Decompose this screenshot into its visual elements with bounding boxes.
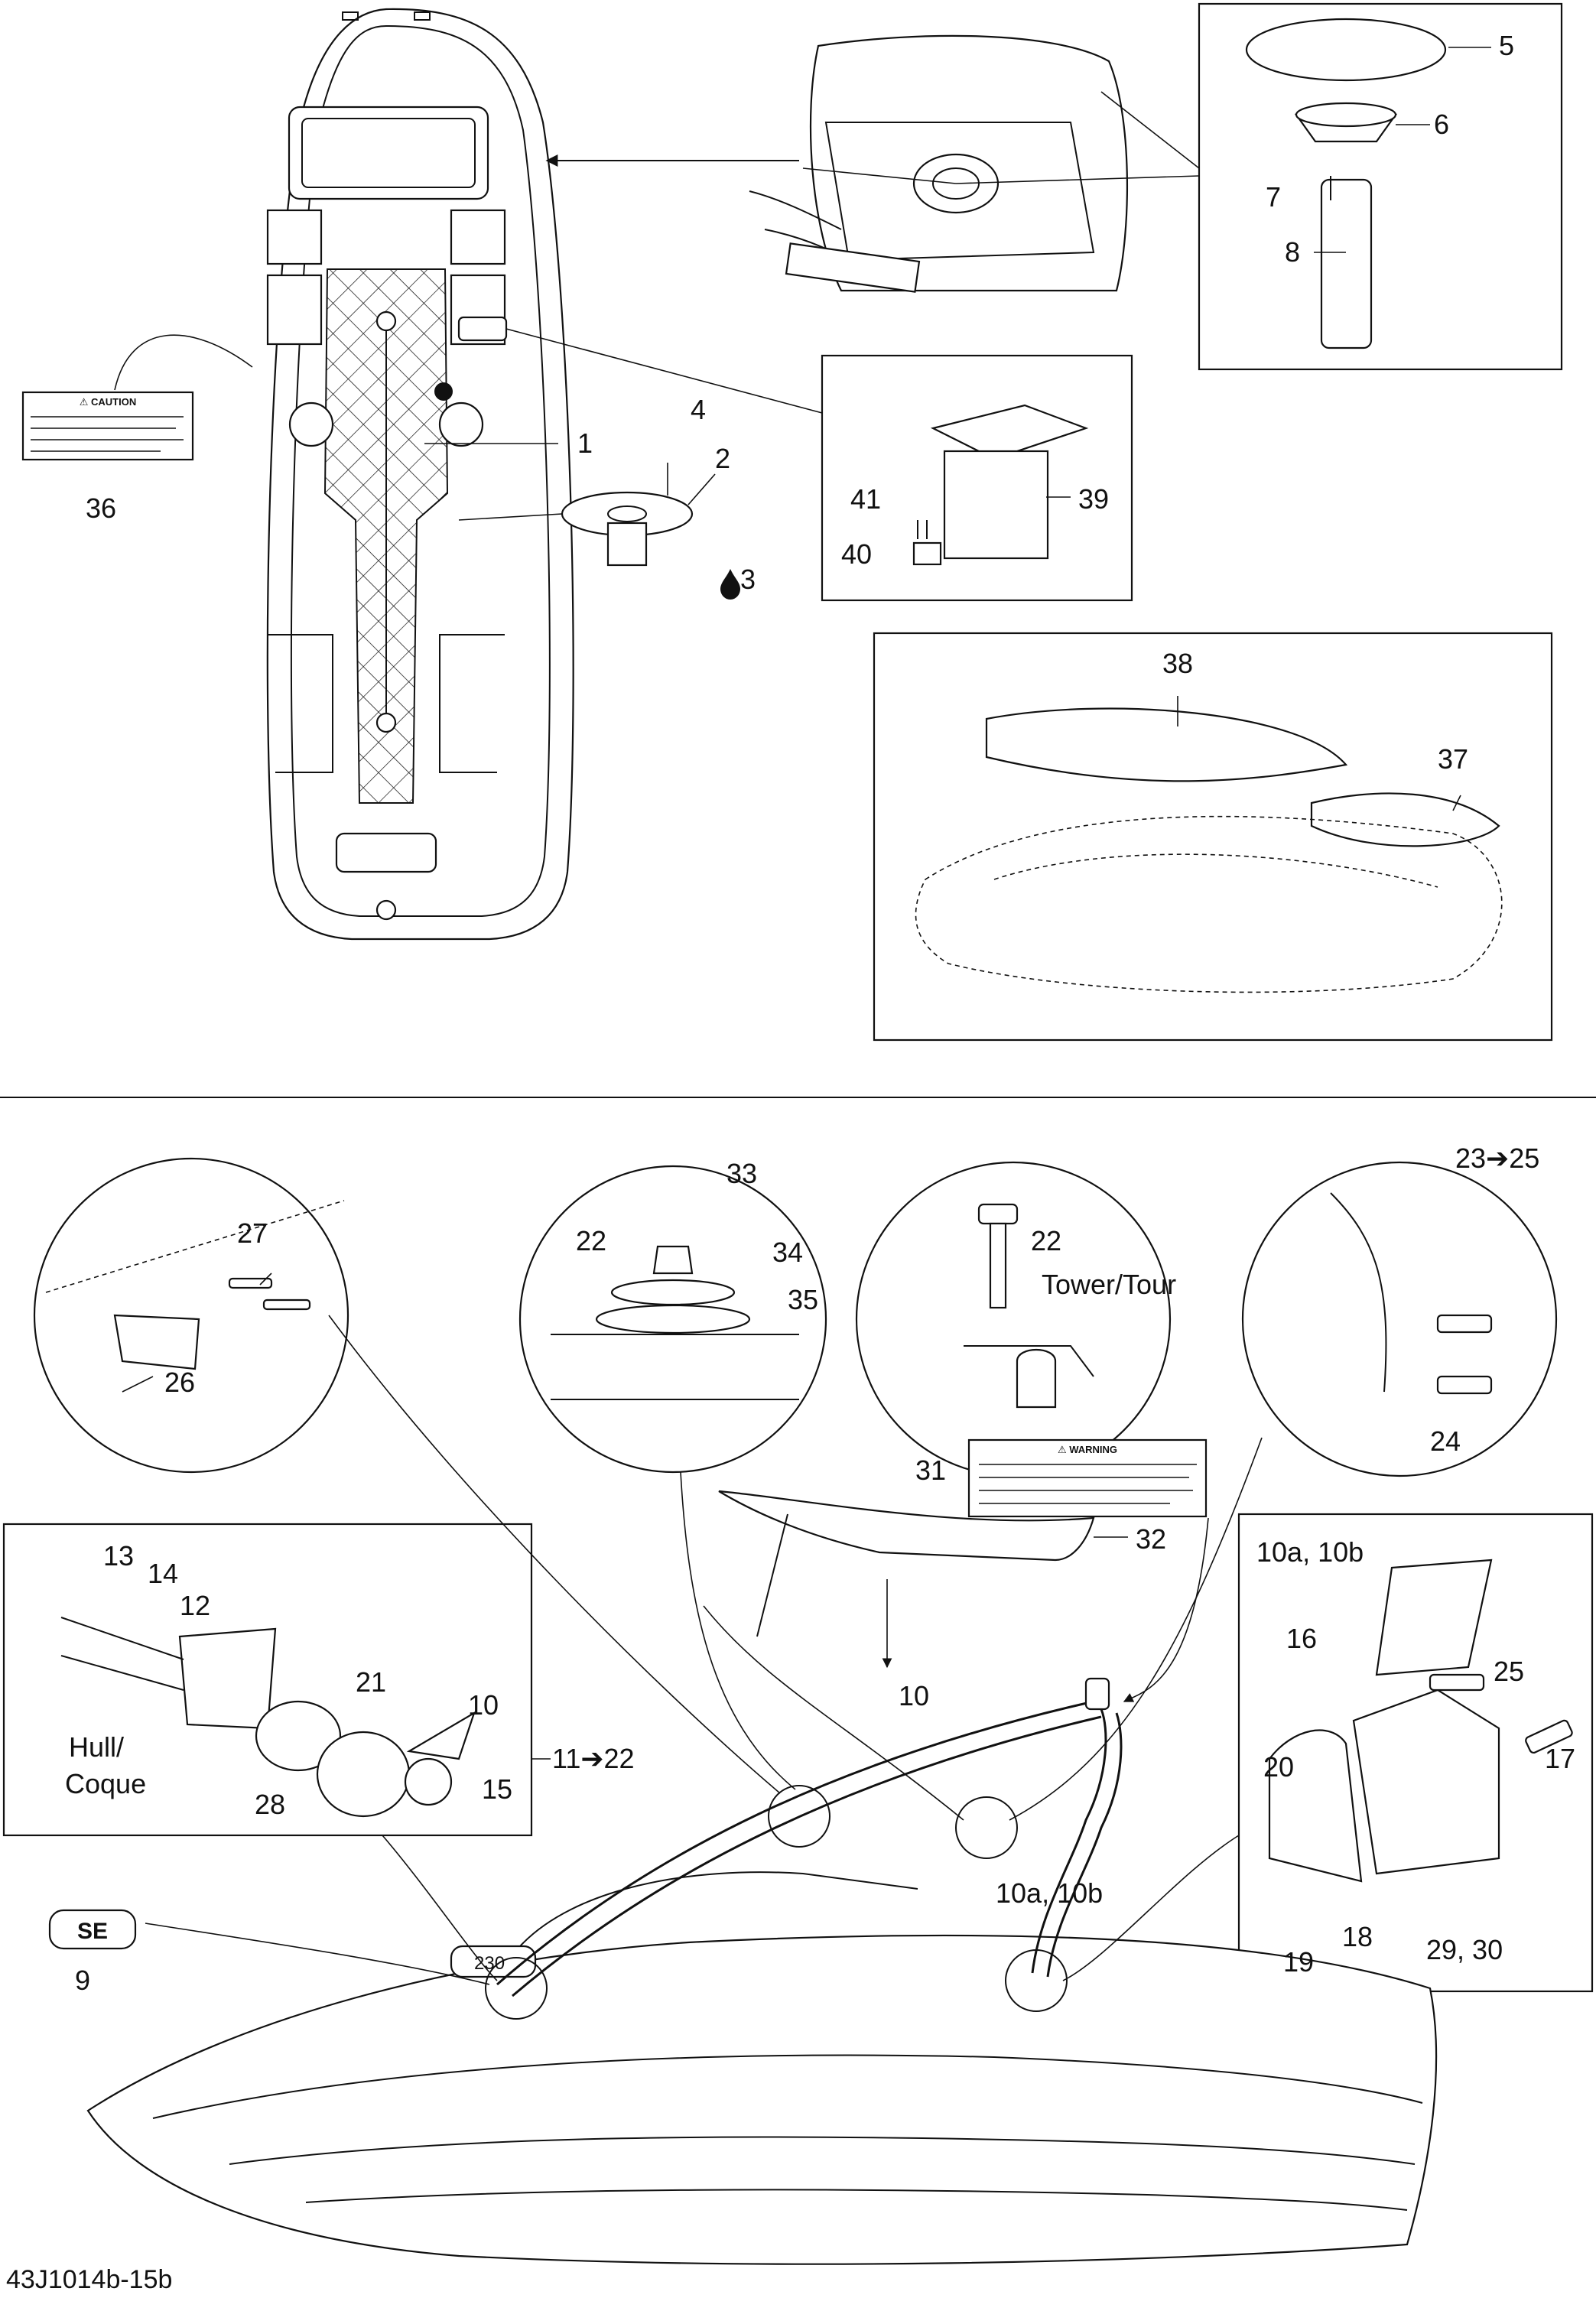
parts-box-11-22 (2, 1523, 533, 1837)
seat-post-assembly (1245, 18, 1447, 349)
diagram-code: 43J1014b-15b (6, 2265, 172, 2294)
label-3: 3 (740, 564, 756, 595)
label-21: 21 (356, 1666, 386, 1698)
label-13: 13 (103, 1540, 134, 1572)
label-9: 9 (75, 1965, 90, 1996)
label-4: 4 (691, 394, 706, 425)
label-14: 14 (148, 1558, 178, 1589)
label-12: 12 (180, 1590, 210, 1621)
label-40: 40 (841, 538, 872, 570)
label-34: 34 (772, 1237, 803, 1268)
label-36: 36 (86, 492, 116, 524)
parts-box-37-38 (873, 632, 1553, 1042)
label-17: 17 (1545, 1743, 1575, 1774)
callout-circle-mirror (768, 1785, 831, 1848)
se-badge: SE (48, 1909, 137, 1950)
boat-top-view (266, 8, 574, 941)
label-7: 7 (1266, 181, 1281, 213)
label-1: 1 (577, 427, 593, 459)
se-badge-text: SE (77, 1919, 108, 1944)
hull-model-text: 230 (474, 1953, 505, 1974)
detail-bracket (518, 1165, 827, 1474)
detail-tower-screws (1241, 1161, 1558, 1477)
label-10ab-box: 10a, 10b (1256, 1536, 1364, 1568)
label-coque: Coque (65, 1768, 146, 1799)
label-32: 32 (1136, 1523, 1166, 1555)
label-tower-tour: Tower/Tour (1042, 1269, 1176, 1300)
label-41: 41 (850, 483, 881, 515)
callout-circle-base (1005, 1949, 1068, 2012)
bow-storage-view (749, 34, 1129, 293)
label-hull: Hull/ (69, 1731, 124, 1763)
label-8: 8 (1285, 236, 1300, 268)
label-10-mount: 10 (468, 1689, 499, 1721)
label-18: 18 (1342, 1921, 1373, 1952)
label-29-30: 29, 30 (1426, 1934, 1503, 1965)
label-38: 38 (1162, 648, 1193, 679)
warning-decal-title: ⚠ WARNING (1058, 1444, 1117, 1455)
bumper-assembly (60, 1617, 476, 1818)
rack-strap (756, 1513, 788, 1637)
parts-box-39-41 (821, 354, 1133, 602)
label-24: 24 (1430, 1425, 1461, 1457)
label-28: 28 (255, 1789, 285, 1820)
label-31: 31 (915, 1455, 946, 1486)
label-22-a: 22 (576, 1225, 606, 1256)
label-23-25: 23➔25 (1455, 1142, 1539, 1174)
label-2: 2 (715, 443, 730, 474)
detail-mirror (33, 1157, 349, 1474)
caution-decal-title: ⚠ CAUTION (80, 396, 136, 408)
label-37: 37 (1438, 743, 1468, 775)
wakeboard-tower (496, 1677, 1123, 1997)
cover-assembly (915, 707, 1503, 993)
boat-side-view: 230 (86, 1871, 1438, 2265)
detail-tower-mount (855, 1161, 1172, 1477)
label-22-b: 22 (1031, 1225, 1061, 1256)
label-10ab-mid: 10a, 10b (996, 1877, 1103, 1909)
tower-bracket-assembly (1268, 1559, 1573, 1883)
label-15: 15 (482, 1773, 512, 1805)
caution-decal: ⚠ CAUTION (21, 391, 194, 461)
callout-circle-bumper (485, 1957, 548, 2020)
label-26: 26 (164, 1367, 195, 1398)
label-11-22: 11➔22 (552, 1743, 635, 1774)
board-rack (718, 1490, 1095, 1562)
leader-lines-bottom (122, 1273, 1263, 1985)
label-6: 6 (1434, 109, 1449, 140)
parts-box-5-8 (1198, 2, 1563, 371)
storage-bin (912, 404, 1089, 566)
warning-decal: ⚠ WARNING (967, 1438, 1208, 1518)
label-39: 39 (1078, 483, 1109, 515)
label-10-top: 10 (899, 1680, 929, 1711)
label-16: 16 (1286, 1623, 1317, 1654)
label-25: 25 (1494, 1656, 1524, 1687)
drop-icon (720, 569, 740, 600)
flange-part-2 (561, 491, 694, 567)
label-20: 20 (1263, 1751, 1294, 1783)
label-35: 35 (788, 1284, 818, 1315)
label-33: 33 (726, 1158, 757, 1189)
label-5: 5 (1499, 30, 1514, 61)
leader-lines-top (114, 47, 1491, 811)
label-19: 19 (1283, 1946, 1314, 1978)
label-27: 27 (237, 1217, 268, 1249)
callout-circle-bracket (955, 1796, 1018, 1859)
